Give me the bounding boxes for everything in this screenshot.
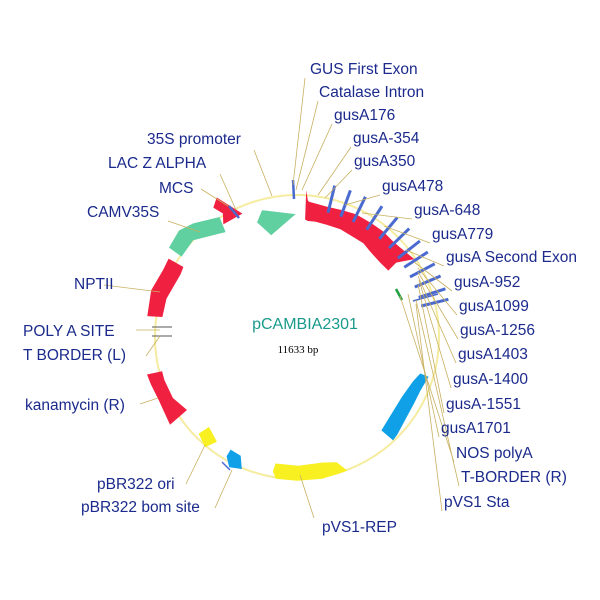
label-nos-polya: NOS polyA [456, 445, 533, 462]
kanamycin-arrow[interactable] [147, 371, 187, 425]
label-nptii: NPTII [74, 276, 114, 293]
leader-line [344, 194, 381, 206]
leader-line [415, 299, 460, 487]
leader-line [415, 303, 443, 512]
gus-site-markers [326, 185, 449, 308]
label-gusa-second-exon: gusA Second Exon [446, 249, 577, 266]
label-gusa1701: gusA1701 [441, 420, 511, 437]
plasmid-size: 11633 bp [278, 344, 319, 356]
leader-line [405, 249, 445, 267]
gus-site-marker [403, 250, 429, 269]
label-gusa-1551: gusA-1551 [446, 396, 521, 413]
red-arrow-top-left[interactable] [213, 197, 243, 225]
leader-line [292, 77, 306, 186]
label-kanamycin-r: kanamycin (R) [25, 397, 125, 414]
label-pvs1-sta: pVS1 Sta [444, 494, 510, 511]
label-gusa478: gusA478 [382, 178, 443, 195]
label-gusa779: gusA779 [432, 226, 493, 243]
label-catalase-intron: Catalase Intron [319, 84, 424, 101]
camv35s-arrow[interactable] [169, 217, 226, 257]
label-gusa-1400: gusA-1400 [453, 371, 528, 388]
gus-site-marker [414, 274, 442, 289]
leader-line [301, 123, 333, 191]
leader-line [317, 146, 352, 196]
label-gusa-1256: gusA-1256 [460, 322, 535, 339]
gus-site-marker [396, 239, 421, 260]
plasmid-name: pCAMBIA2301 [252, 316, 358, 333]
label-gusa176: gusA176 [334, 107, 395, 124]
leader-line [139, 397, 159, 405]
gus-site-marker [409, 262, 436, 279]
leader-line [417, 283, 445, 414]
label-gusa1099: gusA1099 [459, 298, 529, 315]
leader-line [185, 444, 206, 485]
label-pbr322-ori: pBR322 ori [97, 476, 175, 493]
site-marker-pbr322-ori [221, 461, 231, 471]
label-camv35s: CAMV35S [87, 204, 159, 221]
nptii-arrow[interactable] [147, 258, 184, 317]
leader-line [295, 100, 319, 191]
pbr322-bom-arrow[interactable] [226, 449, 242, 469]
gus-site-marker [388, 227, 411, 250]
leader-line [219, 173, 237, 211]
label-poly-a-site: POLY A SITE [23, 323, 115, 340]
label-lac-z-alpha: LAC Z ALPHA [108, 155, 207, 172]
leader-line [418, 279, 452, 389]
gus-site-marker [339, 189, 352, 218]
label-mcs: MCS [159, 180, 193, 197]
leader-line [103, 284, 161, 293]
label-leader-lines [103, 77, 460, 519]
label-gusa-952: gusA-952 [454, 274, 520, 291]
gus-site-marker [326, 185, 337, 214]
site-marker-mcs [228, 205, 240, 219]
leader-line [200, 188, 229, 207]
leader-line [383, 225, 431, 244]
gus-site-marker [420, 297, 449, 308]
leader-line [324, 169, 353, 199]
gus-site-marker [365, 205, 384, 231]
leader-line [253, 149, 273, 197]
pvs1-sta-arrow[interactable] [381, 373, 429, 441]
label-pbr322-bom-site: pBR322 bom site [81, 499, 200, 516]
leader-line [417, 267, 458, 316]
leader-line [299, 474, 315, 519]
leader-line [417, 271, 459, 340]
label-gusa1403: gusA1403 [458, 346, 528, 363]
gus-site-marker [418, 287, 446, 299]
label-35s-promoter: 35S promoter [147, 131, 241, 148]
leader-line [167, 220, 201, 233]
leader-line [413, 261, 453, 292]
pvs1-rep-arrow[interactable] [272, 462, 348, 481]
gus-site-marker [351, 196, 367, 223]
label-gusa350: gusA350 [354, 153, 416, 170]
label-t-border-r: T-BORDER (R) [461, 469, 567, 486]
leader-line [417, 275, 457, 364]
green-arrow-35s[interactable] [256, 210, 296, 236]
gus-site-marker [378, 216, 399, 240]
leader-line [145, 335, 161, 357]
leader-line [399, 295, 455, 463]
leader-line [361, 212, 413, 220]
gus-region[interactable] [305, 190, 415, 271]
pbr322-ori-block[interactable] [198, 426, 217, 448]
leader-line [214, 469, 233, 509]
label-gusa-354: gusA-354 [353, 130, 420, 147]
site-marker-tborder-r [412, 293, 439, 302]
label-gus-first-exon: GUS First Exon [310, 61, 418, 78]
label-t-border-l: T BORDER (L) [23, 347, 126, 364]
label-gusa-648: gusA-648 [414, 202, 480, 219]
label-pvs1-rep: pVS1-REP [322, 519, 397, 536]
